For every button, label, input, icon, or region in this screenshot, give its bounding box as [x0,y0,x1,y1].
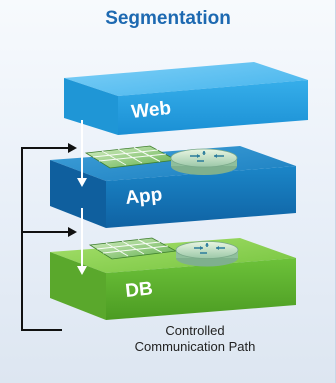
layer-label-web: Web [130,98,172,123]
firewall-grid-icon [84,145,178,169]
layer-web [64,62,308,135]
layer-label-db: DB [124,278,153,302]
router-icon [170,148,238,175]
flow-arrow-web-to-app [77,120,87,187]
caption-line-2: Communication Path [134,339,256,354]
flow-arrow-app-to-db [77,208,87,275]
controlled-path-connector [21,143,77,331]
router-icon [175,241,239,267]
caption-line-1: Controlled [165,323,225,338]
page-title: Segmentation [105,8,231,29]
controlled-path-caption: Controlled Communication Path [120,323,270,355]
layer-label-app: App [124,184,163,209]
